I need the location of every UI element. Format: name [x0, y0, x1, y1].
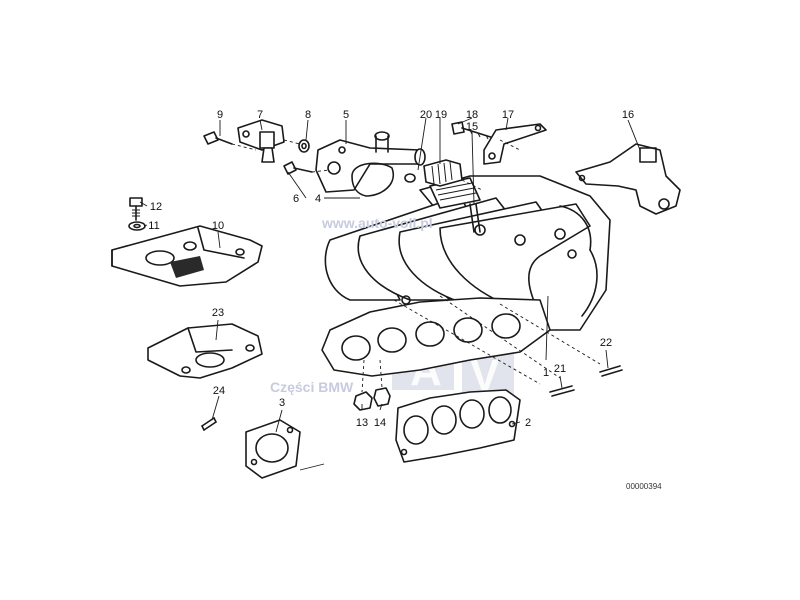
callout-9: 9: [217, 109, 223, 121]
callout-21: 21: [554, 363, 566, 375]
part-10-bracket: [111, 225, 263, 287]
part-4-gasket: [351, 162, 395, 197]
part-8-washer: [298, 139, 310, 153]
part-16-bracket: [575, 143, 681, 215]
callout-24: 24: [213, 385, 225, 397]
callout-6: 6: [293, 193, 299, 205]
callout-4: 4: [315, 193, 321, 205]
callout-11: 11: [148, 220, 159, 232]
part-5-pipe-housing: [315, 131, 426, 193]
part-15-stud: [469, 203, 481, 233]
callout-13: 13: [356, 417, 368, 429]
callout-labels: 1 2 3 4 5 6 7 8 9 10 11 12 13 14 15 16 1…: [148, 109, 634, 429]
part-23-bracket: [147, 323, 263, 379]
callout-12: 12: [150, 201, 162, 213]
callout-2: 2: [525, 417, 531, 429]
part-17-bracket: [483, 123, 547, 165]
part-7-valve: [237, 119, 285, 163]
document-number: 00000394: [626, 482, 662, 491]
part-12-bolt: [129, 197, 143, 221]
callout-23: 23: [212, 307, 224, 319]
part-3-gasket: [245, 419, 301, 479]
callout-17: 17: [502, 109, 514, 121]
watermark-url: www.auto-voll.pl: [321, 215, 433, 231]
part-20-seal: [404, 173, 416, 183]
callout-5: 5: [343, 109, 349, 121]
part-14-nut: [373, 387, 391, 407]
part-13-nut: [353, 391, 373, 411]
part-19-sensor: [423, 159, 463, 187]
part-9-screw: [203, 131, 233, 145]
callout-19: 19: [435, 109, 447, 121]
callout-3: 3: [279, 397, 285, 409]
part-1-intake-manifold: [321, 175, 611, 377]
callout-7: 7: [257, 109, 263, 121]
part-6-screw: [283, 161, 313, 175]
callout-8: 8: [305, 109, 311, 121]
part-21-stud: [549, 385, 575, 397]
part-24-stud: [201, 417, 217, 431]
watermark-caption: Części BMW: [270, 379, 354, 395]
part-11-washer: [128, 221, 146, 231]
part-22-stud: [599, 365, 623, 377]
callout-22: 22: [600, 337, 612, 349]
callout-15: 15: [466, 121, 478, 133]
callout-10: 10: [212, 220, 224, 232]
callout-18: 18: [466, 109, 478, 121]
part-2-gasket: [395, 389, 521, 463]
callout-20: 20: [420, 109, 432, 121]
callout-14: 14: [374, 417, 386, 429]
callout-16: 16: [622, 109, 634, 121]
callout-1: 1: [543, 367, 549, 379]
assembly-lines: [231, 139, 601, 393]
leader-lines: [139, 117, 641, 471]
